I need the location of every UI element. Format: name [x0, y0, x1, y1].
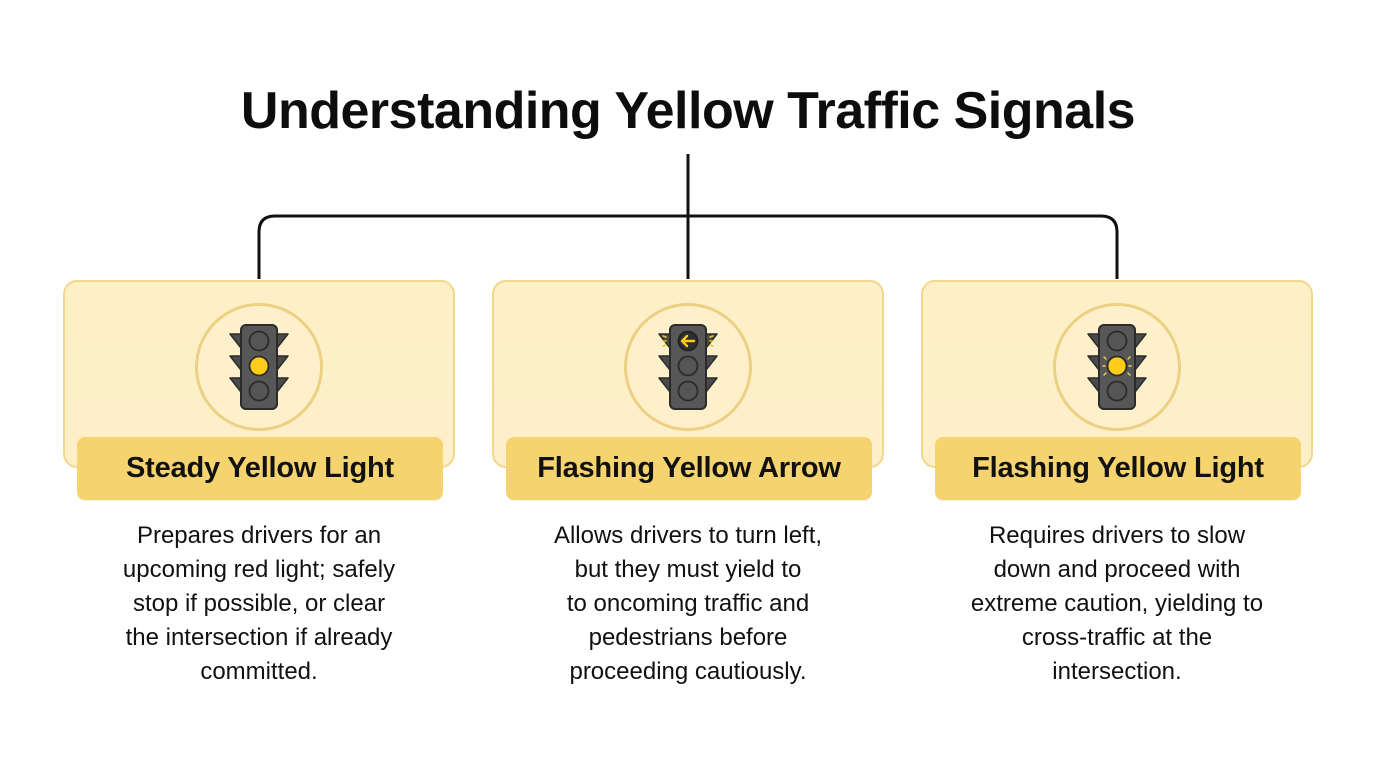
signal-card-flashing-arrow	[492, 280, 884, 468]
signal-description-steady-yellow: Prepares drivers for an upcoming red lig…	[122, 522, 396, 685]
signal-card-flashing-yellow	[921, 280, 1313, 468]
icon-circle	[624, 303, 752, 431]
signal-description-flashing-yellow: Requires drivers to slow down and procee…	[970, 522, 1264, 685]
signal-label-flashing-yellow: Flashing Yellow Light	[935, 437, 1301, 500]
traffic-light-flashing-yellow-arrow-icon	[658, 324, 718, 410]
signal-description-flashing-arrow: Allows drivers to turn left, but they mu…	[553, 522, 823, 685]
icon-circle	[1053, 303, 1181, 431]
signal-label-steady-yellow: Steady Yellow Light	[77, 437, 443, 500]
diagram-title: Understanding Yellow Traffic Signals	[240, 82, 1136, 140]
traffic-light-flashing-yellow-icon	[1087, 324, 1147, 410]
tree-connector-lines	[257, 154, 1119, 279]
signal-label-flashing-arrow: Flashing Yellow Arrow	[506, 437, 872, 500]
signal-card-steady-yellow	[63, 280, 455, 468]
traffic-light-steady-yellow-icon	[229, 324, 289, 410]
icon-circle	[195, 303, 323, 431]
